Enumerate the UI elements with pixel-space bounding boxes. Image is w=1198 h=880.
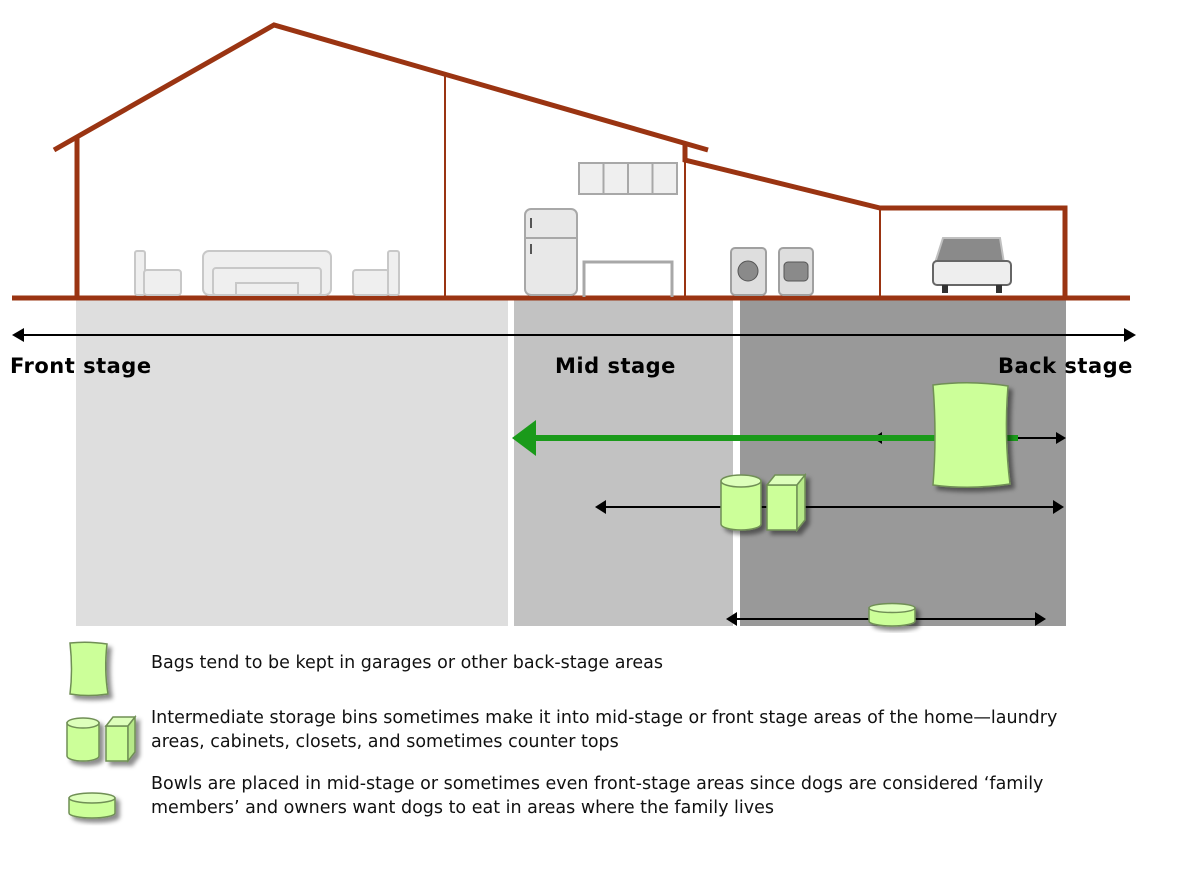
armchair-icon [134,250,182,296]
sofa-icon [202,250,332,296]
front-stage-zone [76,298,508,626]
legend-bowls-line: Bowls are placed in mid-stage or sometim… [151,774,1044,794]
stage-axis-arrow [12,328,1136,342]
mid-stage-zone [514,298,733,626]
washer-icon [730,247,767,296]
legend-bag-icon [69,641,109,697]
legend-bins-line: Intermediate storage bins sometimes make… [151,708,1058,728]
refrigerator-icon [524,208,578,296]
legend-bowl-icon [68,792,116,819]
legend-bags-text: Bags tend to be kept in garages or other… [151,651,1181,675]
dryer-icon [778,247,814,296]
bowl-icon [868,602,916,627]
armchair-icon [352,250,400,296]
car-icon [932,237,1012,293]
legend-bins-line: areas, cabinets, closets, and sometimes … [151,732,619,752]
bin-icon [720,474,762,531]
legend-bin-icon [104,714,137,764]
table-icon [582,260,674,297]
bag-icon [932,381,1011,489]
front-stage-label: Front stage [10,354,152,378]
legend-bins-text: Intermediate storage bins sometimes make… [151,706,1181,754]
mid-stage-label: Mid stage [555,354,676,378]
back-stage-label: Back stage [998,354,1133,378]
house-outline [12,22,1130,301]
legend-bin-icon [66,717,100,762]
bin-icon [765,472,807,533]
cabinet-icon [578,162,678,195]
legend-bags-line: Bags tend to be kept in garages or other… [151,653,663,673]
legend-bowls-line: members’ and owners want dogs to eat in … [151,798,774,818]
back-stage-zone [740,298,1066,626]
bin-range-arrow [595,500,1064,514]
legend-bowls-text: Bowls are placed in mid-stage or sometim… [151,772,1181,820]
